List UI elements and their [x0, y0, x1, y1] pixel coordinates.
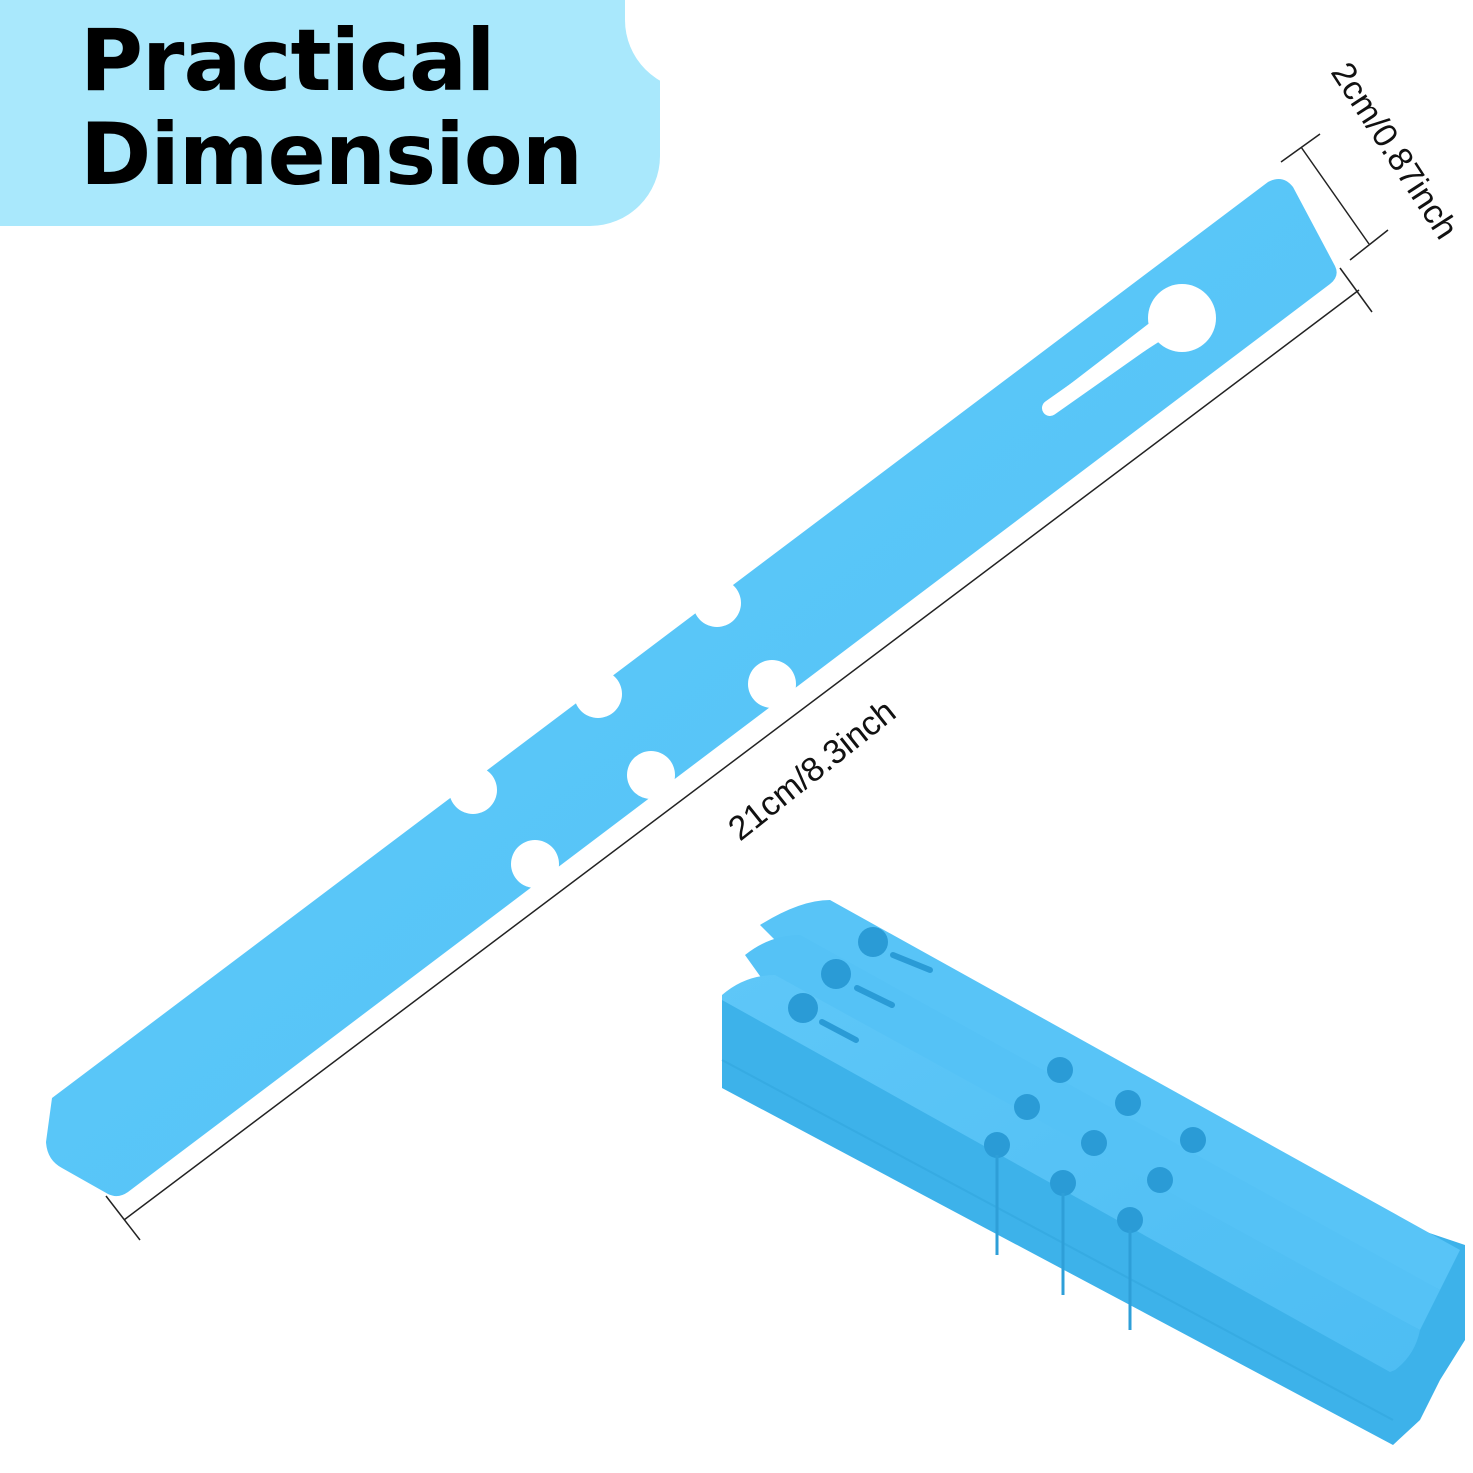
stack-grooves — [995, 1155, 1132, 1330]
length-dimension-line — [105, 267, 1373, 1241]
tag-notch — [748, 660, 796, 708]
headline-line-2: Dimension — [80, 105, 583, 205]
tag-notch — [627, 751, 675, 799]
tag-stack-front — [722, 995, 1465, 1445]
plant-tag — [46, 178, 1337, 1197]
tag-stack-top-1 — [760, 900, 1460, 1290]
tag-stack — [721, 900, 1465, 1445]
width-dimension-label: 2cm/0.87inch — [1323, 56, 1465, 246]
tag-notch — [574, 670, 622, 718]
stack-slot — [819, 952, 933, 1043]
stack-keyhole — [788, 927, 888, 1023]
headline-line-1: Practical — [80, 11, 496, 111]
tag-notch — [693, 579, 741, 627]
width-dimension-line — [1280, 133, 1389, 261]
headline-banner: Practical Dimension — [0, 0, 660, 226]
keyhole-slot — [1042, 284, 1216, 416]
plant-tag-outline — [46, 178, 1337, 1197]
tag-notch — [449, 766, 497, 814]
stack-hole — [984, 1057, 1206, 1233]
tag-notch — [511, 840, 559, 888]
